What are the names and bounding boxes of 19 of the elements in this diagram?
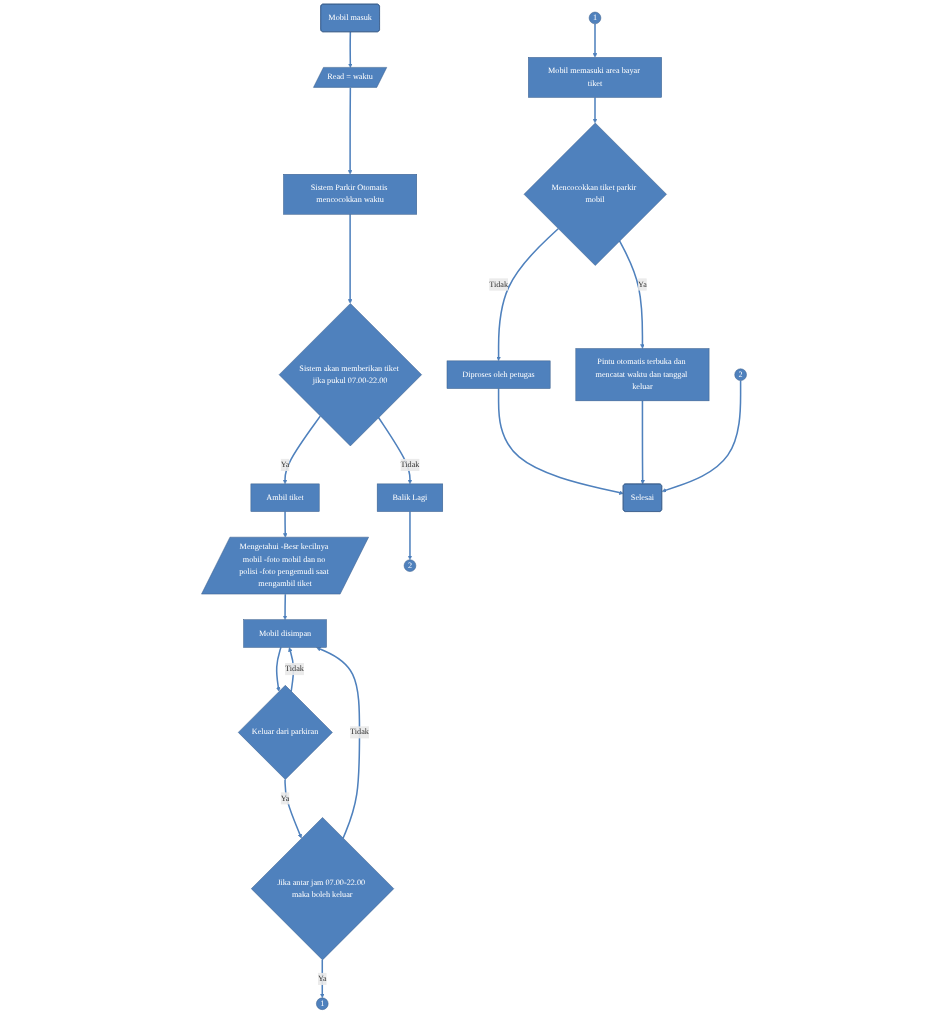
arrow xyxy=(496,227,559,362)
arrow xyxy=(592,96,598,124)
arrow xyxy=(347,213,353,304)
arrow xyxy=(348,31,353,68)
arrow xyxy=(618,240,645,349)
arrow xyxy=(347,86,353,175)
arrow xyxy=(640,400,645,485)
arrow xyxy=(282,593,288,620)
arrow xyxy=(407,510,413,560)
arrow xyxy=(288,647,295,693)
arrow xyxy=(316,646,361,839)
arrow xyxy=(275,646,282,692)
arrow xyxy=(282,415,322,485)
arrow xyxy=(377,416,413,485)
arrow xyxy=(661,379,742,493)
arrow xyxy=(592,23,598,58)
arrow xyxy=(282,510,288,538)
arrow xyxy=(497,387,624,495)
arrow xyxy=(284,778,302,839)
